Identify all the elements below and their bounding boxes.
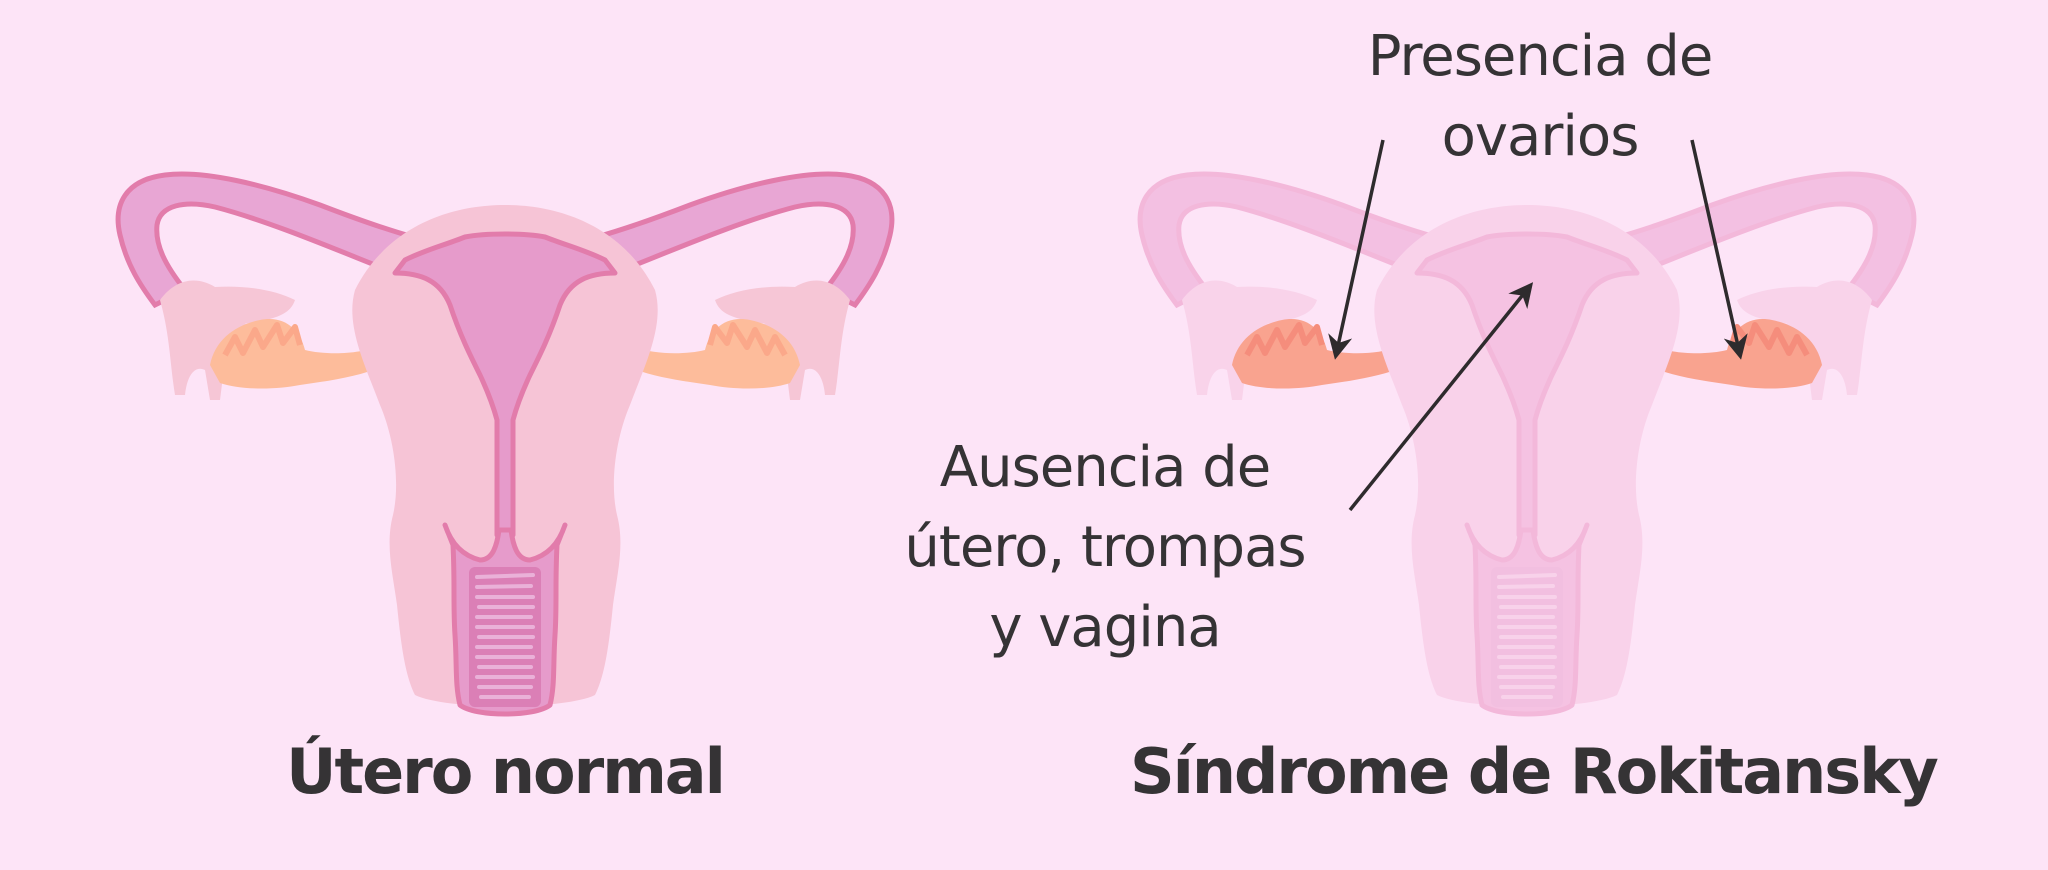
ovaries-present-line-1: Presencia de [1367, 24, 1714, 89]
absence-line-1: Ausencia de [939, 435, 1271, 500]
arrow-right-ovary [1690, 139, 1748, 360]
ovaries-present-label: Presencia de ovarios [1340, 17, 1740, 177]
annotation-arrows [1328, 139, 1748, 512]
absence-line-2: útero, trompas [904, 515, 1306, 580]
normal-uterus-title: Útero normal [286, 735, 726, 808]
ovaries-present-line-2: ovarios [1441, 104, 1640, 169]
absence-line-3: y vagina [989, 595, 1221, 660]
absence-label: Ausencia de útero, trompas y vagina [885, 428, 1325, 668]
arrow-absence [1348, 282, 1534, 512]
arrow-left-ovary [1328, 139, 1385, 360]
normal-uterus-figure [118, 174, 892, 714]
rokitansky-title: Síndrome de Rokitansky [1130, 735, 1939, 808]
